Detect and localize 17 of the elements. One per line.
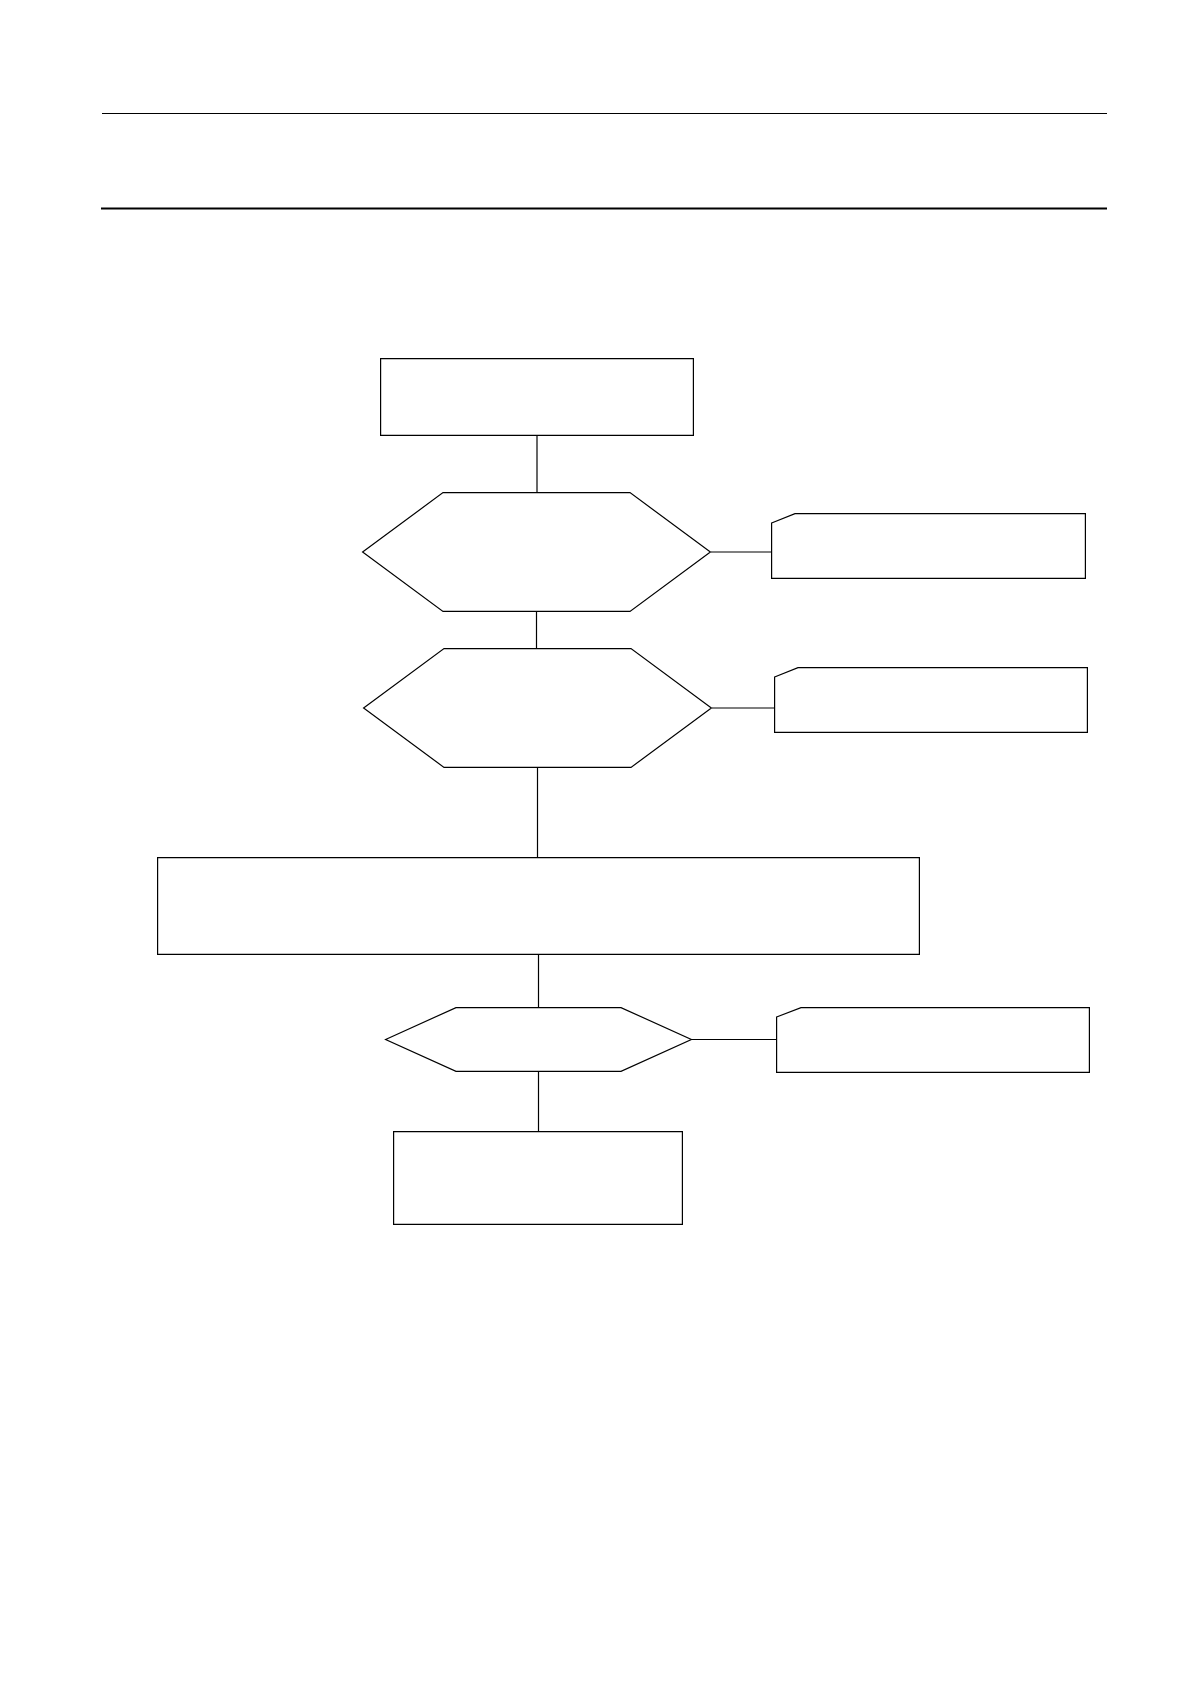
connector-line	[536, 435, 538, 493]
process-box	[380, 358, 694, 436]
connector-line	[711, 707, 775, 709]
note-box	[776, 1007, 1090, 1073]
decision-hexagon	[363, 648, 712, 768]
connector-line	[535, 611, 538, 649]
connector-line	[536, 767, 539, 858]
connector-line	[710, 551, 772, 553]
process-box	[393, 1131, 683, 1225]
connector-line	[537, 1071, 540, 1132]
note-box	[774, 667, 1088, 733]
connector-line	[691, 1038, 777, 1041]
decision-hexagon	[362, 492, 711, 612]
connector-line	[537, 954, 540, 1008]
note-box	[771, 513, 1086, 579]
decision-hexagon	[385, 1007, 692, 1072]
process-box	[157, 857, 920, 955]
